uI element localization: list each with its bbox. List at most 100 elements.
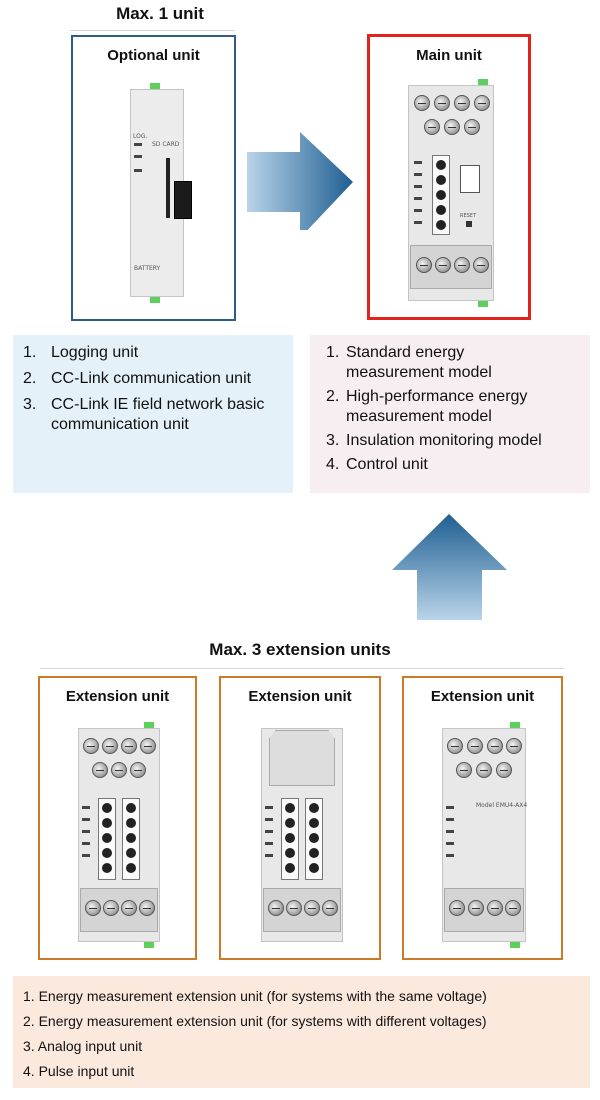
main-unit-frame: Main unit RESET: [367, 34, 531, 320]
main-unit-image: RESET: [408, 79, 494, 307]
led-2: [414, 173, 422, 176]
screw: [506, 738, 522, 754]
screw: [121, 900, 137, 916]
terminal-socket-column: [98, 798, 116, 880]
led-5: [82, 854, 90, 857]
socket: [102, 818, 112, 828]
socket: [309, 848, 319, 858]
list-item: 4. Control unit: [326, 455, 590, 475]
optional-unit-title: Optional unit: [107, 47, 200, 64]
extension-list-box: 1. Energy measurement extension unit (fo…: [13, 976, 590, 1088]
sd-card-slot: [166, 158, 170, 218]
screw: [435, 257, 451, 273]
list-number: 1.: [326, 344, 340, 361]
optional-unit-image: LOG. SD CARD BATTERY: [128, 83, 192, 303]
led-6: [414, 221, 422, 224]
screw: [304, 900, 320, 916]
list-text: Insulation monitoring model: [346, 432, 542, 449]
socket: [436, 205, 446, 215]
optional-unit-list: 1. Logging unit 2. CC-Link communication…: [23, 343, 293, 435]
optional-unit-body: [130, 89, 184, 297]
led-1: [134, 143, 142, 146]
screw: [103, 900, 119, 916]
socket: [309, 863, 319, 873]
optional-unit-frame: Optional unit LOG. SD CARD BATTERY: [71, 35, 236, 321]
extension-unit-frame-3: Extension unit Model EMU4-AX4: [402, 676, 563, 960]
list-item: 1. Energy measurement extension unit (fo…: [23, 988, 487, 1004]
extension-unit-image-3: Model EMU4-AX4: [442, 722, 528, 948]
list-number: 4.: [326, 456, 340, 473]
led-1: [265, 806, 273, 809]
list-item: 2. Energy measurement extension unit (fo…: [23, 1013, 487, 1029]
main-unit-list: 1. Standard energy measurement model 2. …: [326, 343, 590, 475]
list-item: 2. High-performance energy measurement m…: [326, 387, 586, 427]
socket: [436, 160, 446, 170]
list-number: 3.: [23, 396, 37, 413]
socket: [436, 175, 446, 185]
socket: [126, 863, 136, 873]
led-1: [82, 806, 90, 809]
led-5: [446, 854, 454, 857]
list-number: 2.: [326, 388, 340, 405]
led-4: [82, 842, 90, 845]
screw: [487, 900, 503, 916]
terminal-socket-column: [432, 155, 450, 235]
socket: [102, 803, 112, 813]
green-clip-top: [150, 83, 160, 89]
screw: [130, 762, 146, 778]
led-5: [265, 854, 273, 857]
list-item: 1. Standard energy measurement model: [326, 343, 526, 383]
socket: [309, 803, 319, 813]
screw: [434, 95, 450, 111]
arrow-right-icon: [247, 132, 353, 230]
screw: [447, 738, 463, 754]
top-heading: Max. 1 unit: [116, 4, 204, 23]
led-4: [446, 842, 454, 845]
screw: [474, 95, 490, 111]
socket: [309, 818, 319, 828]
led-2: [134, 155, 142, 158]
socket: [309, 833, 319, 843]
screw: [286, 900, 302, 916]
screw: [424, 119, 440, 135]
socket: [285, 833, 295, 843]
led-3: [134, 169, 142, 172]
screw: [268, 900, 284, 916]
led-1: [446, 806, 454, 809]
green-clip-bottom: [510, 942, 520, 948]
list-item: 2. CC-Link communication unit: [23, 369, 293, 389]
led-3: [265, 830, 273, 833]
screw: [444, 119, 460, 135]
list-number: 3.: [326, 432, 340, 449]
led-4: [265, 842, 273, 845]
terminal-socket-column: [122, 798, 140, 880]
socket: [436, 220, 446, 230]
socket: [126, 833, 136, 843]
list-text: CC-Link IE field network basic communica…: [51, 396, 265, 433]
led-5: [414, 209, 422, 212]
socket: [285, 848, 295, 858]
led-2: [82, 818, 90, 821]
model-label: Model EMU4-AX4: [476, 802, 528, 809]
screw: [487, 738, 503, 754]
screw: [416, 257, 432, 273]
extension-unit-title: Extension unit: [248, 688, 352, 705]
extension-unit-title: Extension unit: [430, 688, 535, 705]
screw: [449, 900, 465, 916]
led-3: [446, 830, 454, 833]
green-clip-top: [510, 722, 520, 728]
green-clip-bottom: [144, 942, 154, 948]
list-item: 3. Insulation monitoring model: [326, 431, 590, 451]
screw: [111, 762, 127, 778]
socket: [126, 818, 136, 828]
socket: [102, 863, 112, 873]
optional-unit-list-box: 1. Logging unit 2. CC-Link communication…: [13, 335, 293, 493]
screw: [322, 900, 338, 916]
led-2: [265, 818, 273, 821]
green-clip-top: [144, 722, 154, 728]
screw: [139, 900, 155, 916]
list-number: 2.: [23, 370, 37, 387]
usb-port: [460, 165, 480, 193]
log-label: LOG.: [133, 133, 148, 140]
screw: [464, 119, 480, 135]
